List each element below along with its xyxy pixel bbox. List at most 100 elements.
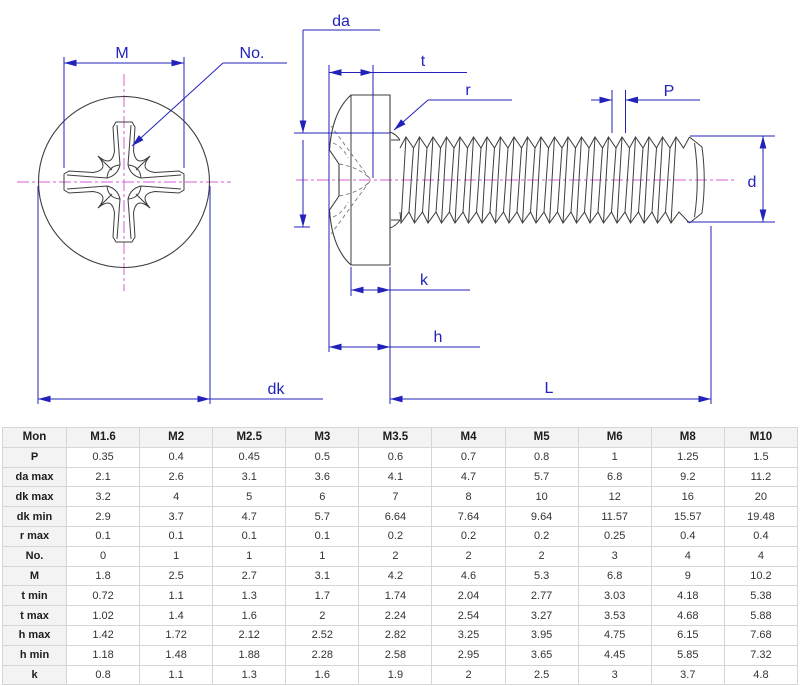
value-cell: 2.95 — [431, 644, 506, 666]
value-cell: 16 — [650, 486, 725, 508]
value-cell: 4.45 — [577, 644, 652, 666]
value-cell: 0.35 — [65, 446, 141, 468]
dim-label-da: da — [332, 13, 350, 30]
side-view-screw — [328, 94, 705, 266]
value-cell: 4.7 — [212, 506, 287, 527]
value-cell: 2.82 — [358, 624, 433, 646]
value-cell: 1.6 — [212, 605, 287, 626]
dim-label-P: P — [664, 83, 675, 100]
value-cell: 7.32 — [723, 644, 799, 666]
value-cell: 2 — [431, 664, 506, 686]
column-header: M1.6 — [65, 427, 141, 448]
value-cell: 1.1 — [139, 585, 214, 607]
value-cell: 9.64 — [504, 506, 579, 527]
row-header: t max — [2, 605, 67, 626]
dim-label-d: d — [748, 174, 757, 191]
phillips-recess — [63, 121, 185, 243]
column-header: M5 — [504, 427, 579, 448]
value-cell: 1 — [577, 446, 652, 468]
value-cell: 1 — [139, 545, 214, 567]
value-cell: 2.24 — [358, 605, 433, 626]
value-cell: 11.2 — [723, 466, 799, 488]
thread-end-chamfer — [689, 136, 705, 224]
value-cell: 0.1 — [65, 525, 141, 547]
value-cell: 6.8 — [577, 466, 652, 488]
value-cell: 1.88 — [212, 644, 287, 666]
value-cell: 4 — [723, 545, 799, 567]
value-cell: 5.7 — [504, 466, 579, 488]
dim-label-No: No. — [240, 45, 265, 62]
value-cell: 9 — [650, 565, 725, 587]
value-cell: 2.5 — [504, 664, 579, 686]
column-header: M8 — [650, 427, 725, 448]
value-cell: 3.65 — [504, 644, 579, 666]
dim-label-r: r — [465, 82, 471, 99]
dim-label-dk: dk — [268, 381, 286, 398]
column-header: M6 — [577, 427, 652, 448]
dim-label-k: k — [420, 272, 429, 289]
head-outline-circle — [37, 95, 211, 269]
value-cell: 7.68 — [723, 624, 799, 646]
value-cell: 0.45 — [212, 446, 287, 468]
value-cell: 2.12 — [212, 624, 287, 646]
value-cell: 6.15 — [650, 624, 725, 646]
value-cell: 4.1 — [358, 466, 433, 488]
value-cell: 19.48 — [723, 506, 799, 527]
value-cell: 6 — [285, 486, 360, 508]
column-header: M2 — [139, 427, 214, 448]
value-cell: 10 — [504, 486, 579, 508]
value-cell: 3.03 — [577, 585, 652, 607]
value-cell: 5.7 — [285, 506, 360, 527]
screw-technical-drawing: M No. da t r P d k h dk L — [17, 13, 775, 404]
value-cell: 5.88 — [723, 605, 799, 626]
row-header: M — [2, 565, 67, 587]
value-cell: 3.53 — [577, 605, 652, 626]
value-cell: 1.4 — [139, 605, 214, 626]
value-cell: 7 — [358, 486, 433, 508]
thread-profile — [399, 136, 690, 225]
value-cell: 1.72 — [139, 624, 214, 646]
value-cell: 3.95 — [504, 624, 579, 646]
value-cell: 4.8 — [723, 664, 799, 686]
value-cell: 2.6 — [139, 466, 214, 488]
value-cell: 6.8 — [577, 565, 652, 587]
value-cell: 2.5 — [139, 565, 214, 587]
row-header: k — [2, 664, 67, 686]
value-cell: 2 — [504, 545, 579, 567]
row-header: t min — [2, 585, 67, 607]
value-cell: 1.48 — [139, 644, 214, 666]
value-cell: 4 — [650, 545, 725, 567]
row-header: h min — [2, 644, 67, 666]
dim-label-t: t — [421, 53, 426, 70]
value-cell: 3.27 — [504, 605, 579, 626]
value-cell: 0.25 — [577, 525, 652, 547]
value-cell: 1 — [285, 545, 360, 567]
column-header: M4 — [431, 427, 506, 448]
value-cell: 2.7 — [212, 565, 287, 587]
column-header: M2.5 — [212, 427, 287, 448]
value-cell: 0.8 — [65, 664, 141, 686]
value-cell: 0.2 — [431, 525, 506, 547]
value-cell: 2.04 — [431, 585, 506, 607]
value-cell: 2.52 — [285, 624, 360, 646]
value-cell: 1.7 — [285, 585, 360, 607]
value-cell: 4.75 — [577, 624, 652, 646]
value-cell: 1.02 — [65, 605, 141, 626]
value-cell: 2 — [358, 545, 433, 567]
dim-label-L: L — [545, 380, 554, 397]
value-cell: 1 — [212, 545, 287, 567]
row-header: r max — [2, 525, 67, 547]
value-cell: 1.3 — [212, 664, 287, 686]
value-cell: 3 — [577, 545, 652, 567]
value-cell: 3.7 — [139, 506, 214, 527]
